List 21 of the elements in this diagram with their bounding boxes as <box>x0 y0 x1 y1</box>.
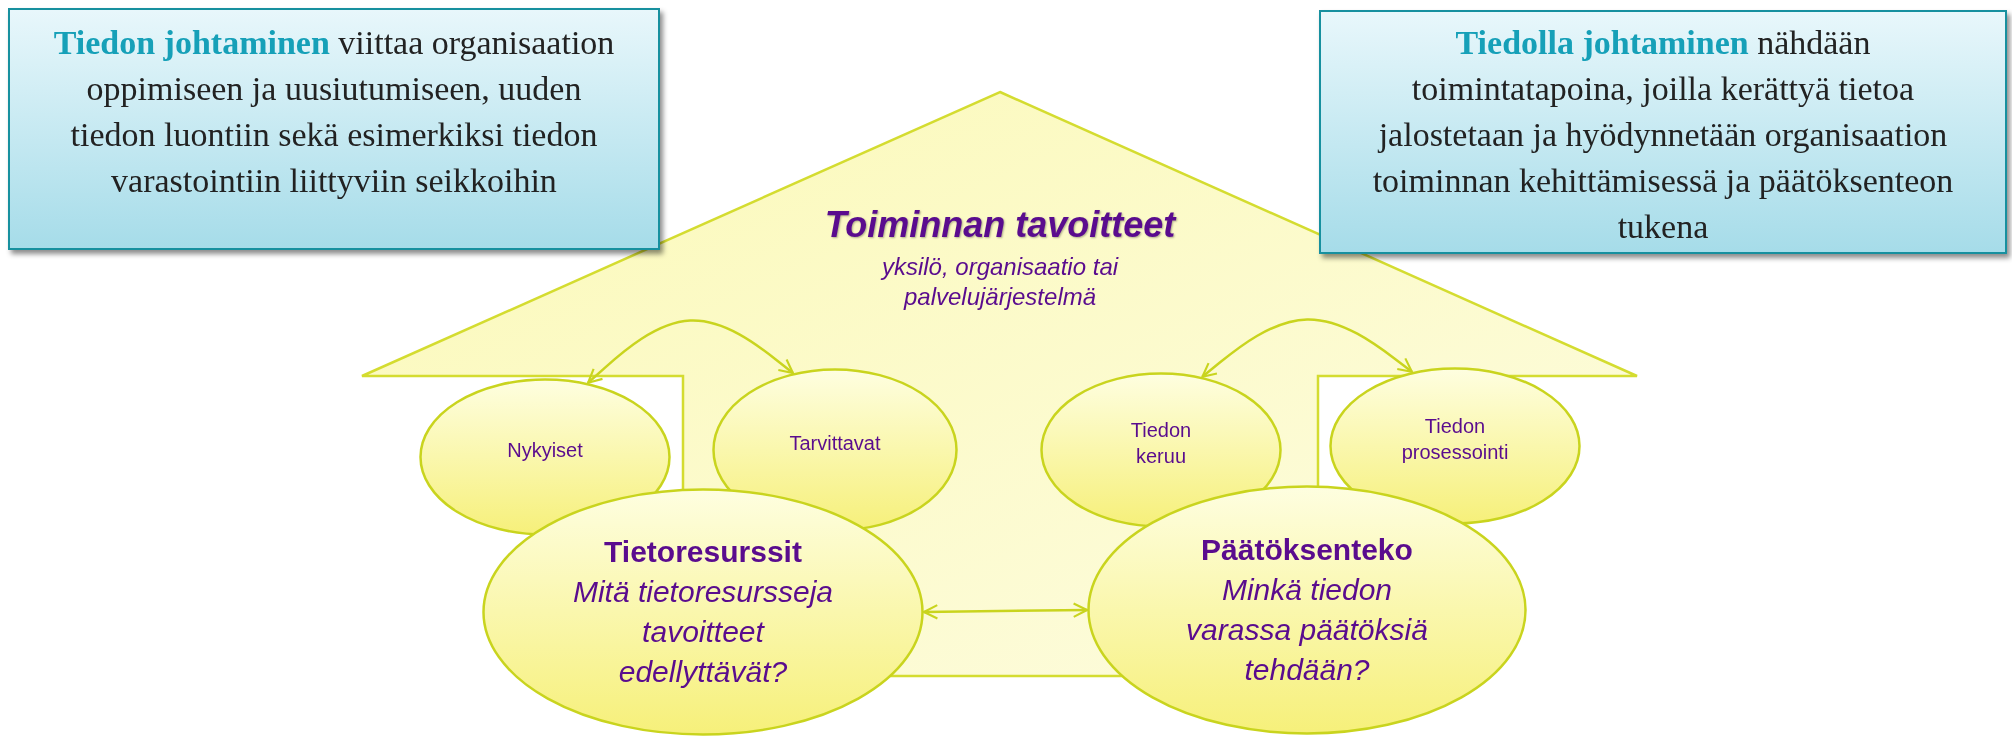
ellipse-node <box>1040 372 1282 528</box>
ellipse-node <box>1087 485 1527 735</box>
ellipse-label: Tiedon keruu <box>1129 418 1193 469</box>
house-heading: Toiminnan tavoitteet <box>823 203 1178 247</box>
ellipse-node <box>482 488 924 736</box>
ellipse-label: Nykyiset <box>506 438 584 463</box>
double-arrow <box>587 319 794 384</box>
ellipse-node <box>419 378 671 536</box>
ellipse-question: Minkä tiedon varassa päätöksiä tehdään? <box>1185 572 1429 688</box>
text-box: Tiedon johtaminen viittaa organisaation oppimiseen ja uusiutumiseen, uuden tiedon luontiin sekä esimerkiksi tiedon varastointiin liittyviin seikkoihin <box>8 8 660 250</box>
double-arrow <box>1201 318 1413 378</box>
double-arrow <box>922 602 1089 620</box>
ellipse-label: Tiedon prosessointi <box>1400 414 1510 465</box>
ellipse-node <box>1329 367 1581 525</box>
ellipse-heading: Päätöksenteko <box>1200 532 1414 568</box>
ellipse-question: Mitä tietoresursseja tavoitteet edellyttävät? <box>571 574 835 690</box>
house-subtitle: yksilö, organisaatio tai palvelujärjestelmä <box>879 252 1120 312</box>
ellipse-node <box>712 368 958 532</box>
ellipse-heading: Tietoresurssit <box>603 534 803 570</box>
text-box: Tiedolla johtaminen nähdään toimintatapoina, joilla kerättyä tietoa jalostetaan ja hyödynnetään organisaation toiminnan kehittämisessä ja päätöksenteon tukena <box>1319 10 2007 254</box>
ellipse-label: Tarvittavat <box>788 431 882 456</box>
